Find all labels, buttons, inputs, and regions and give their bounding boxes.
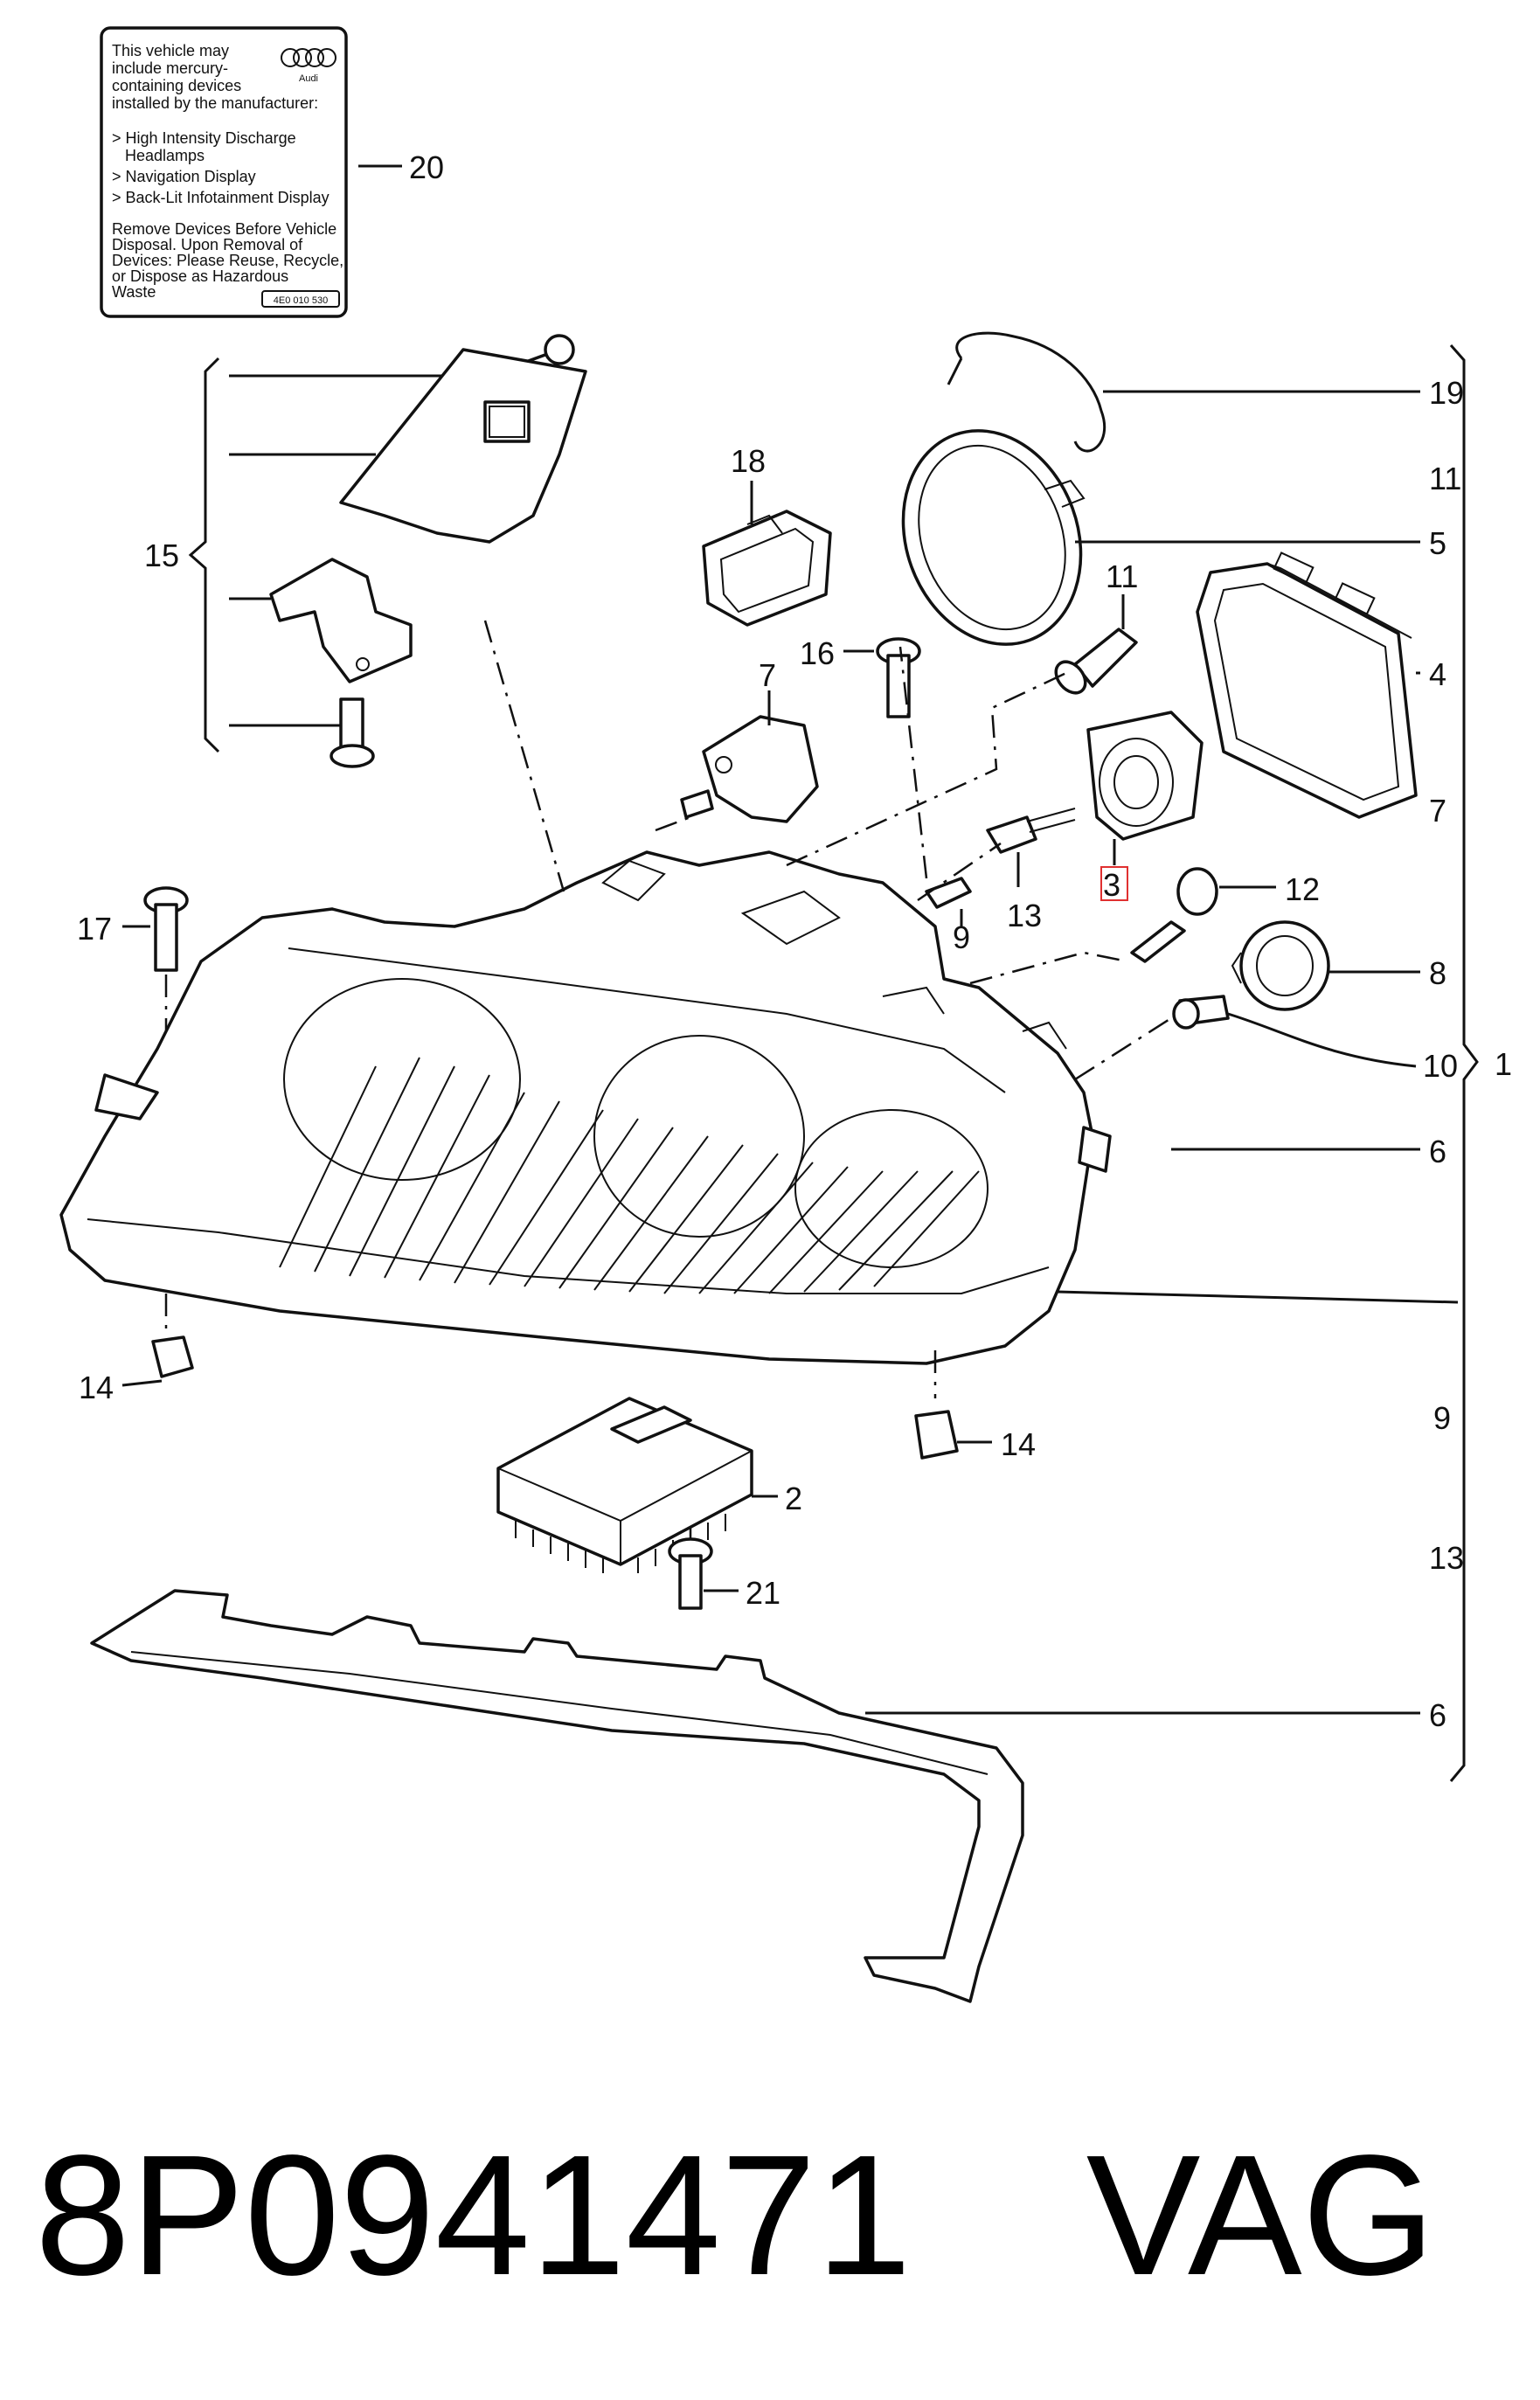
callout-10: 10 — [1423, 1048, 1458, 1084]
callout-19: 19 — [1429, 375, 1464, 411]
callout-18: 18 — [731, 443, 766, 479]
igniter-module — [1086, 711, 1204, 841]
audi-rings-logo: Audi — [281, 48, 336, 84]
callout-3-highlight — [1100, 866, 1128, 901]
side-marker-bulb — [1172, 995, 1230, 1030]
callout-13-connector: 13 — [1007, 898, 1042, 933]
sticker-line: Disposal. Upon Removal of — [112, 236, 303, 253]
retaining-clip — [947, 331, 1106, 453]
clip-nut-right — [914, 1410, 959, 1460]
frame-seal — [1196, 551, 1418, 819]
sticker-line: or Dispose as Hazardous — [112, 267, 288, 285]
part-footer: 8P0941471 VAG — [35, 2106, 1521, 2325]
callout-7-motor: 7 — [759, 657, 776, 693]
sticker-line: > Back-Lit Infotainment Display — [112, 189, 330, 206]
mounting-plate — [339, 348, 587, 544]
sticker-line: Devices: Please Reuse, Recycle, — [112, 252, 343, 269]
sticker-line: include mercury- — [112, 59, 228, 77]
connector-housing — [702, 510, 832, 627]
callout-6-bottom: 6 — [1429, 1697, 1446, 1733]
brand-name: VAG — [1086, 2119, 1436, 2311]
callout-13-right: 13 — [1429, 1540, 1464, 1576]
h7-bulb-12 — [1130, 867, 1218, 963]
screw-21 — [668, 1537, 713, 1610]
callout-5: 5 — [1429, 525, 1446, 561]
sticker-line: > Navigation Display — [112, 168, 256, 185]
clip-nut-left — [151, 1335, 194, 1378]
screw-16 — [876, 637, 921, 718]
screw-left — [330, 697, 375, 768]
dust-cap — [1231, 920, 1330, 1011]
lower-trim-strip — [90, 1589, 1024, 2003]
part-number: 8P0941471 — [35, 2119, 912, 2311]
cover-seal-ring — [901, 429, 1086, 646]
sticker-line: This vehicle may — [112, 42, 229, 59]
screw-17 — [143, 886, 189, 972]
left-bracket-15 — [188, 357, 220, 753]
callout-21: 21 — [746, 1575, 780, 1611]
sticker-line: containing devices — [112, 77, 241, 94]
callout-12: 12 — [1285, 871, 1320, 907]
callout-14-right: 14 — [1001, 1426, 1036, 1462]
sticker-line: Remove Devices Before Vehicle — [112, 220, 336, 238]
leveling-motor — [680, 715, 819, 823]
callout-20: 20 — [409, 149, 444, 185]
callout-15: 15 — [144, 538, 179, 573]
callout-2: 2 — [785, 1481, 802, 1516]
callout-16: 16 — [800, 635, 835, 671]
spring-clip — [925, 877, 972, 909]
callout-4: 4 — [1429, 656, 1446, 692]
callout-9-clip: 9 — [953, 919, 970, 955]
mercury-label-sticker: Audi This vehicle may include mercury- c… — [100, 26, 348, 318]
sticker-code: 4E0 010 530 — [274, 295, 328, 306]
callout-8: 8 — [1429, 955, 1446, 991]
sticker-line: Waste — [112, 283, 156, 301]
sticker-line: > High Intensity Discharge — [112, 129, 296, 147]
sticker-line: installed by the manufacturer: — [112, 94, 318, 112]
callout-11-bulb: 11 — [1106, 558, 1138, 594]
headlamp-housing — [59, 850, 1112, 1365]
callout-9-right: 9 — [1433, 1400, 1451, 1436]
callout-7-right: 7 — [1429, 793, 1446, 829]
mounting-bracket — [269, 558, 413, 683]
callout-6-top: 6 — [1429, 1134, 1446, 1169]
sticker-line: Headlamps — [125, 147, 205, 164]
callout-3: 3 — [1103, 867, 1120, 903]
sticker-brand: Audi — [299, 73, 318, 84]
right-bracket-1 — [1449, 344, 1479, 1782]
callout-17: 17 — [77, 911, 112, 947]
xenon-ballast — [496, 1397, 753, 1573]
callout-11-right: 11 — [1429, 461, 1461, 496]
callout-14-left: 14 — [79, 1370, 114, 1405]
callout-1: 1 — [1495, 1046, 1512, 1082]
bulb-connector — [986, 808, 1076, 854]
h7-bulb — [1054, 628, 1138, 695]
